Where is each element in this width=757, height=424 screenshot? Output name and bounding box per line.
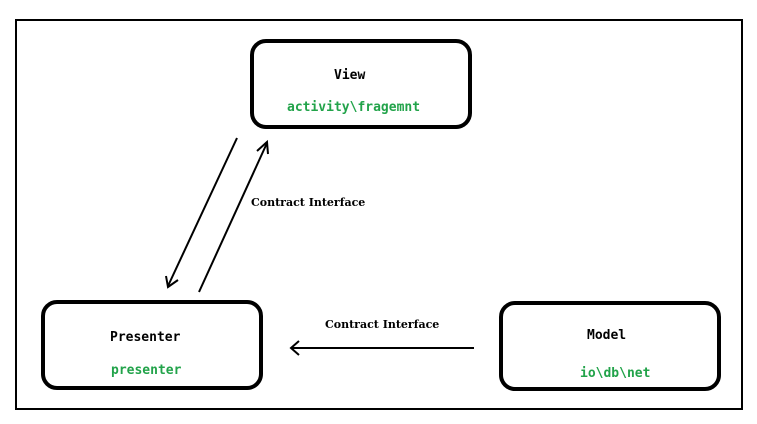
view-subtitle: activity\fragemnt (287, 100, 421, 115)
model-title: Model (587, 328, 627, 343)
view-title: View (334, 68, 366, 83)
presenter-node (41, 300, 263, 390)
view-presenter-edge-label: Contract Interface (251, 196, 366, 209)
presenter-subtitle: presenter (111, 363, 182, 378)
model-node (499, 301, 721, 391)
model-subtitle: io\db\net (580, 366, 651, 381)
model-presenter-edge-label: Contract Interface (325, 318, 440, 331)
view-node (250, 39, 472, 129)
presenter-title: Presenter (110, 330, 181, 345)
